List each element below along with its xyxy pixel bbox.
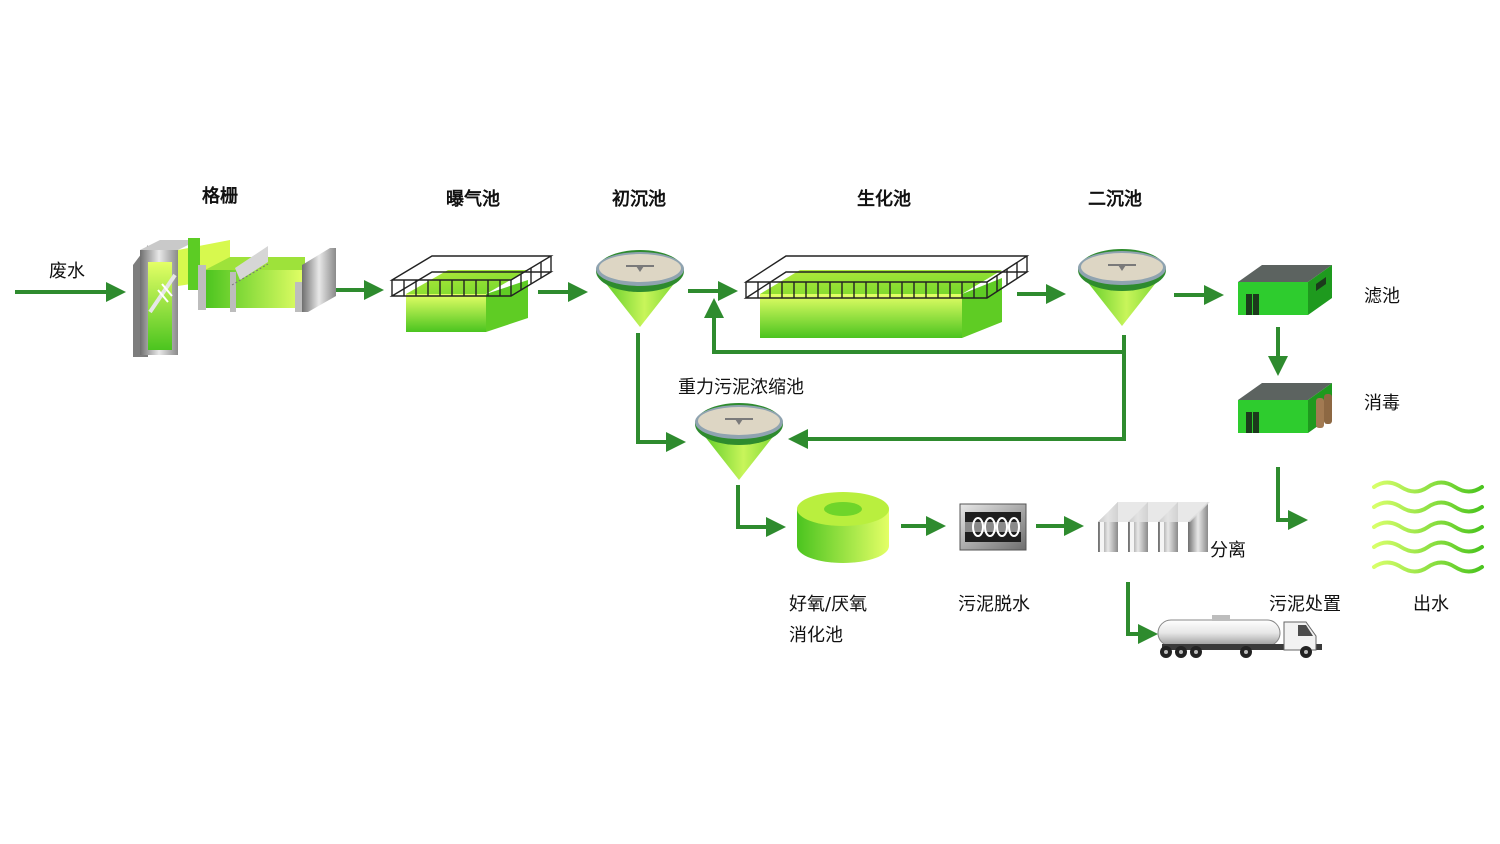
screw-press-icon xyxy=(959,503,1027,551)
disinfection-building-icon xyxy=(1238,383,1332,433)
label-screen: 格栅 xyxy=(202,186,238,207)
label-filter: 滤池 xyxy=(1364,286,1400,307)
label-sludge-disposal: 污泥处置 xyxy=(1269,594,1341,615)
separation-channels-icon xyxy=(1098,502,1210,552)
biological-tank-icon xyxy=(743,255,1030,338)
label-digester-line1: 好氧/厌氧 xyxy=(789,594,868,615)
label-dewatering: 污泥脱水 xyxy=(958,594,1030,615)
label-separation: 分离 xyxy=(1210,540,1246,561)
filter-building-icon xyxy=(1238,265,1332,315)
flow-arrow-disinfect-to-outflow xyxy=(1276,467,1308,530)
gravity-thickener-icon xyxy=(695,403,783,480)
label-secondary-clarifier: 二沉池 xyxy=(1088,189,1142,210)
sludge-tanker-truck-icon xyxy=(1157,615,1322,658)
water-waves-icon xyxy=(1372,480,1484,574)
label-aeration: 曝气池 xyxy=(446,189,500,210)
flow-lines xyxy=(15,280,1308,644)
flow-arrow-thickener-to-digester xyxy=(736,485,786,537)
flow-arrow-sludge-return xyxy=(704,298,1126,354)
flow-arrow-secondary-sludge xyxy=(788,352,1126,449)
label-digester-line2: 消化池 xyxy=(789,625,843,646)
bar-screen-channel-icon xyxy=(133,238,336,357)
flow-arrow-separation-to-disposal xyxy=(1126,582,1158,644)
label-disinfection: 消毒 xyxy=(1364,393,1400,414)
label-outflow: 出水 xyxy=(1413,594,1449,615)
primary-clarifier-icon xyxy=(596,250,684,327)
digester-ring-icon xyxy=(797,492,889,563)
aeration-tank-icon xyxy=(389,255,554,332)
label-bio-tank: 生化池 xyxy=(857,189,911,210)
label-wastewater: 废水 xyxy=(49,261,85,282)
flow-arrow-primary-sludge xyxy=(636,333,686,452)
label-primary-clarifier: 初沉池 xyxy=(612,189,666,210)
label-gravity-thickener: 重力污泥浓缩池 xyxy=(678,377,804,398)
secondary-clarifier-icon xyxy=(1078,249,1166,326)
